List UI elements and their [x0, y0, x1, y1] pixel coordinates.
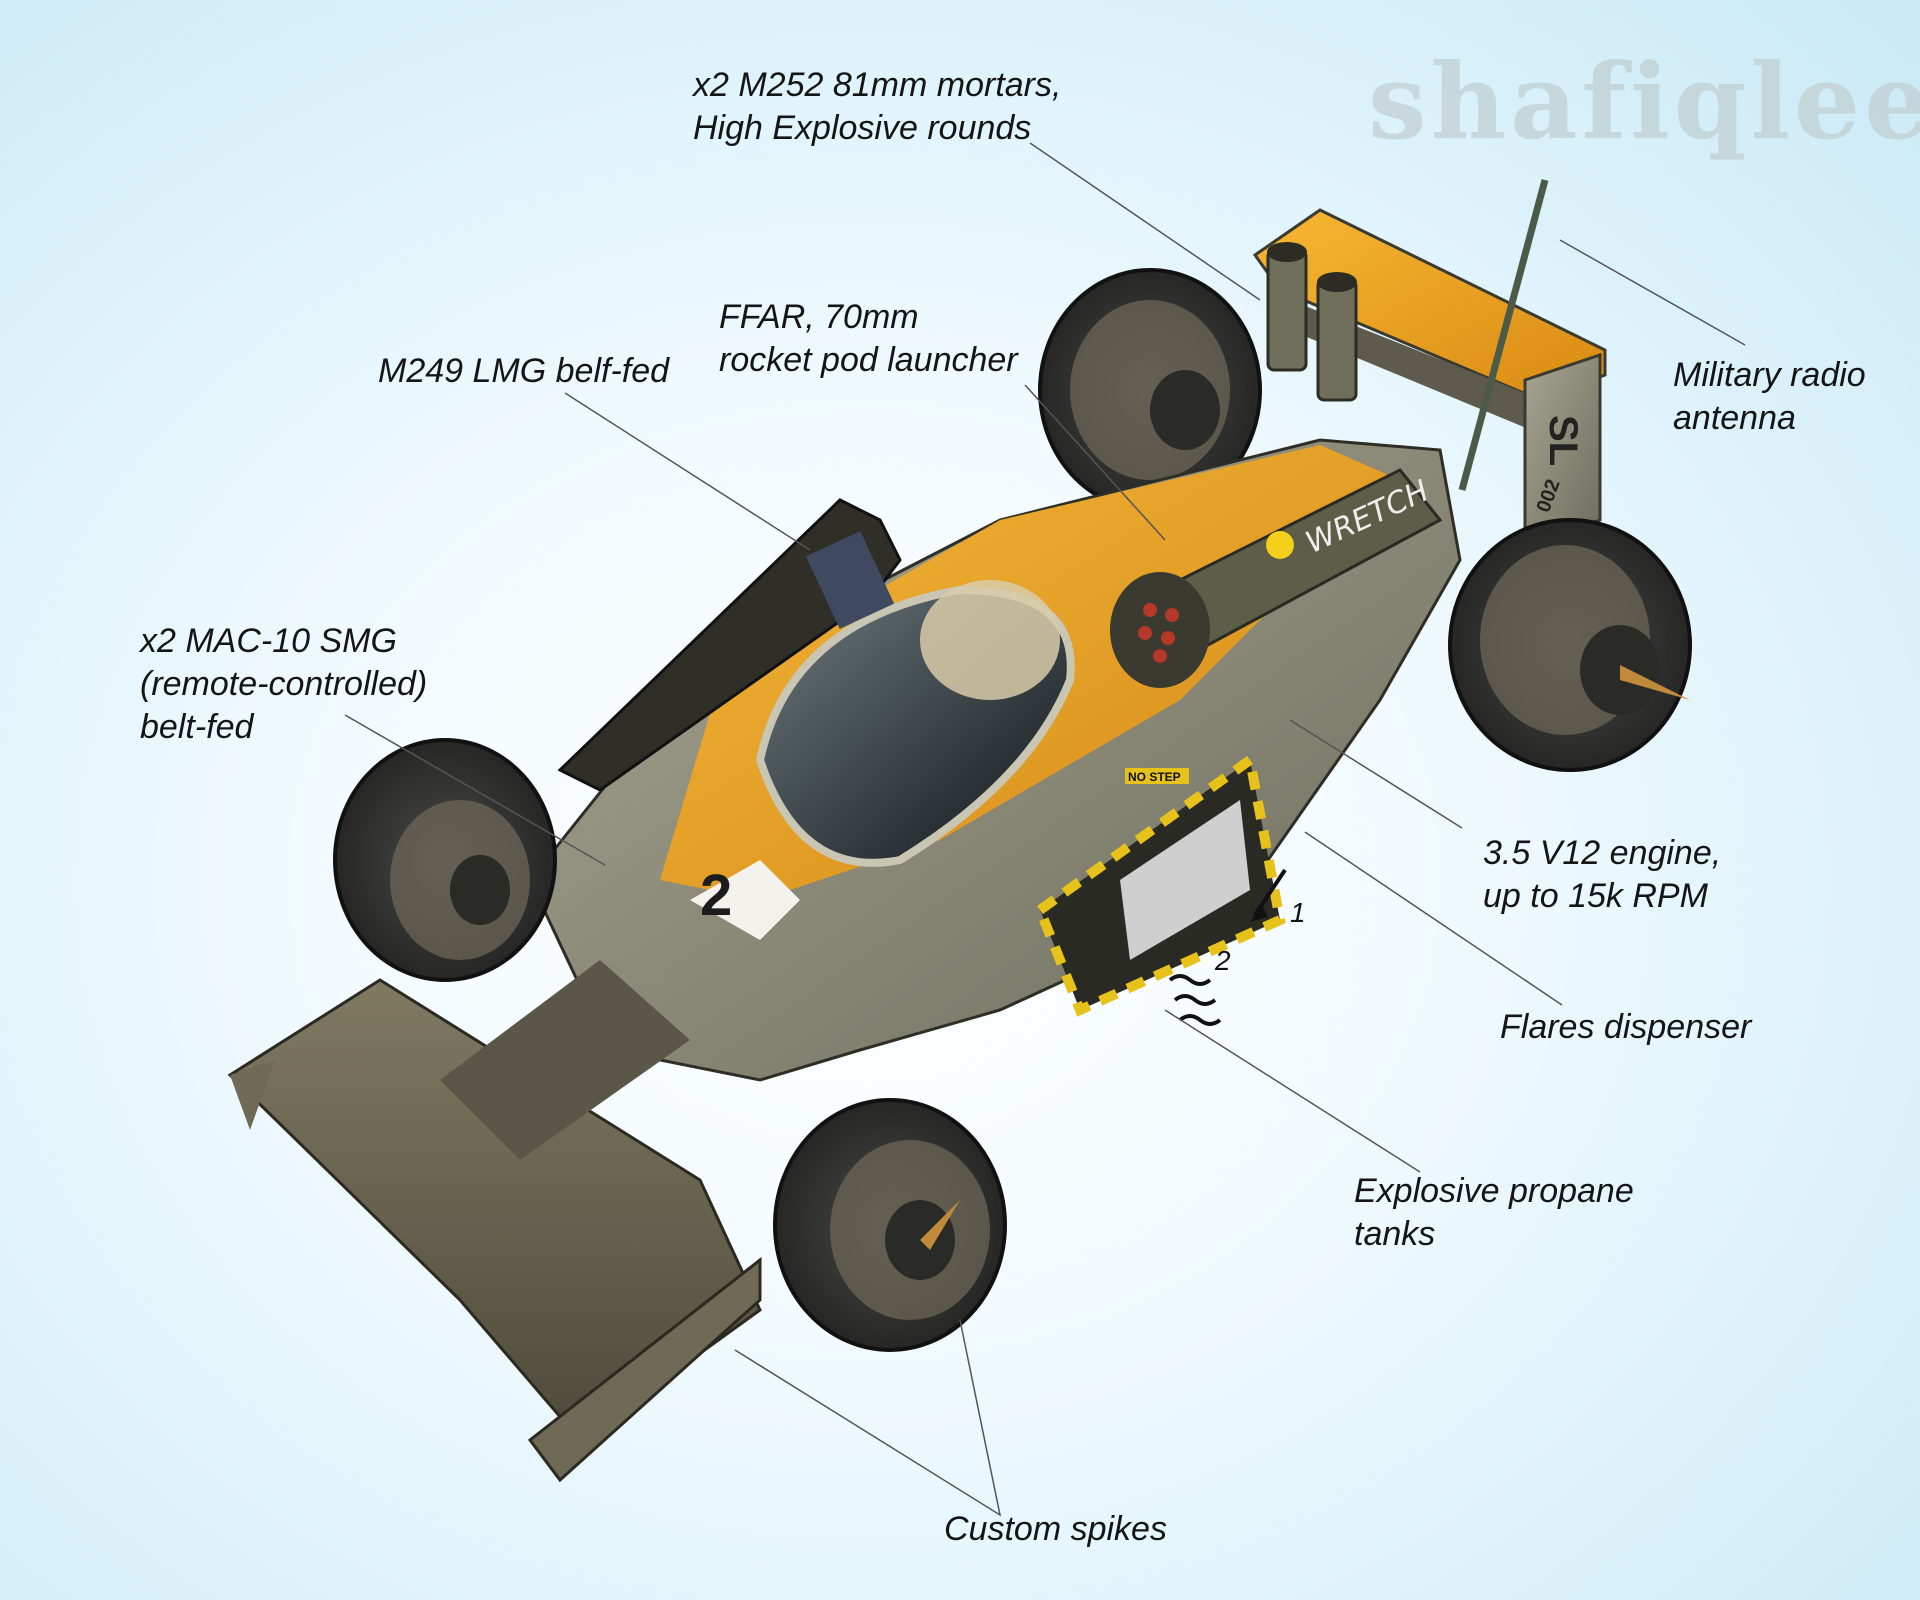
label-engine-line-2: up to 15k RPM	[1483, 877, 1708, 915]
flare-arrow-2-label: 2	[1214, 945, 1231, 976]
label-rocket-pod-line-1: FFAR, 70mm	[719, 298, 919, 336]
label-flares: Flares dispenser	[1500, 1006, 1751, 1049]
leader-propane	[1164, 1009, 1421, 1173]
rear-number-text: SL	[1541, 415, 1585, 466]
label-antenna-line-1: Military radio	[1673, 356, 1866, 394]
label-mortars-line-1: x2 M252 81mm mortars,	[693, 66, 1062, 104]
label-smg-line-2: (remote-controlled)	[140, 665, 428, 703]
no-step-sign: NO STEP	[1128, 770, 1181, 784]
front-left-wheel	[333, 738, 557, 982]
label-propane-line-2: tanks	[1354, 1215, 1436, 1253]
cockpit	[755, 580, 1075, 867]
rear-left-wheel	[1038, 268, 1262, 512]
leader-antenna	[1559, 239, 1746, 346]
label-smg-line-3: belt-fed	[140, 708, 254, 746]
label-flares-line-1: Flares dispenser	[1500, 1008, 1752, 1046]
label-smg: x2 MAC-10 SMG (remote-controlled) belt-f…	[140, 620, 427, 749]
watermark-logo: shafiqlee	[1368, 40, 1920, 163]
front-right-wheel	[773, 1098, 1007, 1352]
leader-rocket-pod	[1024, 384, 1166, 541]
label-mortars: x2 M252 81mm mortars, High Explosive rou…	[693, 64, 1061, 150]
label-lmg-line-1: M249 LMG belf-fed	[378, 352, 670, 390]
flare-arrows: 1 2	[1168, 868, 1306, 1026]
label-rocket-pod-line-2: rocket pod launcher	[719, 341, 1018, 379]
label-antenna-line-2: antenna	[1673, 399, 1796, 437]
leader-lines	[344, 142, 1746, 1517]
label-lmg: M249 LMG belf-fed	[378, 350, 669, 393]
radio-antenna	[1458, 179, 1549, 491]
label-engine: 3.5 V12 engine, up to 15k RPM	[1483, 832, 1721, 918]
race-number-text: 2	[700, 863, 732, 928]
label-propane: Explosive propane tanks	[1354, 1170, 1634, 1256]
leader-flares	[1304, 831, 1563, 1006]
leader-mortars	[1029, 142, 1261, 301]
front-wing	[227, 960, 762, 1483]
rocket-pod: WRETCH	[1110, 468, 1443, 688]
label-mortars-line-2: High Explosive rounds	[693, 109, 1032, 147]
leader-engine	[1289, 719, 1463, 829]
lmg-gun	[557, 498, 902, 792]
flares-panel: NO STEP	[1033, 751, 1286, 1017]
leader-lmg	[564, 392, 811, 551]
label-propane-line-1: Explosive propane	[1354, 1172, 1634, 1210]
rear-right-wheel	[1448, 518, 1692, 772]
label-spikes-line-1: Custom spikes	[944, 1510, 1167, 1548]
flare-arrow-1-label: 1	[1290, 897, 1306, 928]
label-antenna: Military radio antenna	[1673, 354, 1866, 440]
mortar-tubes	[1266, 242, 1358, 402]
label-rocket-pod: FFAR, 70mm rocket pod launcher	[719, 296, 1018, 382]
leader-spikes	[734, 1319, 1002, 1517]
label-spikes: Custom spikes	[944, 1508, 1167, 1551]
label-smg-line-1: x2 MAC-10 SMG	[140, 622, 397, 660]
label-engine-line-1: 3.5 V12 engine,	[1483, 834, 1722, 872]
leader-smg	[344, 714, 606, 866]
